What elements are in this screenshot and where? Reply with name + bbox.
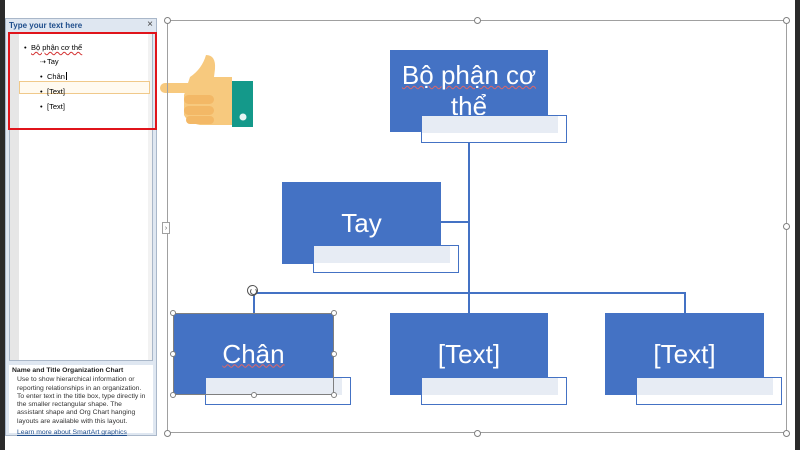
org-node-label: Bộ phận cơ thể <box>401 60 537 121</box>
text-pane-title: Type your text here <box>9 21 83 30</box>
bullet-dot-icon: • <box>40 102 43 111</box>
rotate-handle-icon[interactable] <box>247 285 258 296</box>
title-box-fill <box>314 246 450 263</box>
connector-line <box>468 132 470 292</box>
org-node-title-box[interactable] <box>421 377 567 405</box>
bullet-text: Bộ phận cơ thể <box>31 43 83 52</box>
selection-handle[interactable] <box>331 351 337 357</box>
bullet-item[interactable]: • [Text] <box>40 102 65 112</box>
close-icon[interactable]: × <box>147 19 153 30</box>
resize-handle[interactable] <box>783 430 790 437</box>
bullet-item[interactable]: • Chân <box>40 72 67 82</box>
resize-handle[interactable] <box>164 17 171 24</box>
learn-more-link[interactable]: Learn more about SmartArt graphics <box>17 429 127 437</box>
editor-scrollbar[interactable] <box>148 34 152 360</box>
bullet-item[interactable]: ⇢Tay <box>40 57 59 68</box>
bullet-text: Tay <box>47 57 59 66</box>
highlight-box <box>8 32 157 130</box>
connector-line <box>254 292 686 294</box>
bullet-text: Chân <box>47 72 65 81</box>
window-edge-left <box>0 0 5 450</box>
org-node-title-box[interactable] <box>205 377 351 405</box>
org-node-label: Tay <box>341 207 382 238</box>
resize-handle[interactable] <box>474 17 481 24</box>
bullet-item[interactable]: • Bộ phận cơ thể <box>24 43 82 53</box>
selection-handle[interactable] <box>170 351 176 357</box>
connector-line <box>253 292 255 313</box>
resize-handle[interactable] <box>164 430 171 437</box>
layout-description-body: Use to show hierarchical information or … <box>17 376 146 425</box>
bullet-text: [Text] <box>47 87 65 96</box>
resize-handle[interactable] <box>783 223 790 230</box>
layout-description: Name and Title Organization Chart Use to… <box>9 365 153 436</box>
selection-frame <box>173 313 334 395</box>
selection-handle[interactable] <box>331 392 337 398</box>
active-bullet-row <box>19 81 150 94</box>
connector-line <box>684 292 686 313</box>
org-node-title-box[interactable] <box>313 245 459 273</box>
layout-title: Name and Title Organization Chart <box>12 367 124 374</box>
arrow-bullet-icon: ⇢ <box>40 59 46 66</box>
selection-handle[interactable] <box>170 392 176 398</box>
selection-handle[interactable] <box>331 310 337 316</box>
text-pane-editor[interactable]: • Bộ phận cơ thể ⇢Tay • Chân • [Text] • [Tex… <box>9 33 153 361</box>
org-node-title-box[interactable] <box>421 115 567 143</box>
text-cursor <box>65 72 67 80</box>
org-node-label: [Text] <box>653 338 716 369</box>
org-node-label: [Text] <box>437 338 501 369</box>
bullet-dot-icon: • <box>40 87 43 96</box>
title-box-fill <box>206 378 342 395</box>
connector-line <box>440 221 470 223</box>
text-pane: Type your text here × • Bộ phận cơ thể ⇢T… <box>5 18 157 436</box>
bullet-text: [Text] <box>47 102 65 111</box>
selection-handle[interactable] <box>170 310 176 316</box>
bullet-item[interactable]: • [Text] <box>40 87 65 97</box>
bullet-dot-icon: • <box>24 43 27 52</box>
resize-handle[interactable] <box>783 17 790 24</box>
title-box-fill <box>422 378 558 395</box>
pointing-hand-icon <box>160 55 253 127</box>
resize-handle[interactable] <box>474 430 481 437</box>
title-box-fill <box>637 378 773 395</box>
title-box-fill <box>422 116 558 133</box>
window-edge-right <box>795 0 800 450</box>
collapse-arrow-icon[interactable]: › <box>162 222 170 234</box>
connector-line <box>468 292 470 313</box>
bullet-dot-icon: • <box>40 72 43 81</box>
selection-handle[interactable] <box>251 392 257 398</box>
org-node-title-box[interactable] <box>636 377 782 405</box>
editor-gutter <box>10 34 19 360</box>
org-node-label: Chân <box>222 338 285 369</box>
